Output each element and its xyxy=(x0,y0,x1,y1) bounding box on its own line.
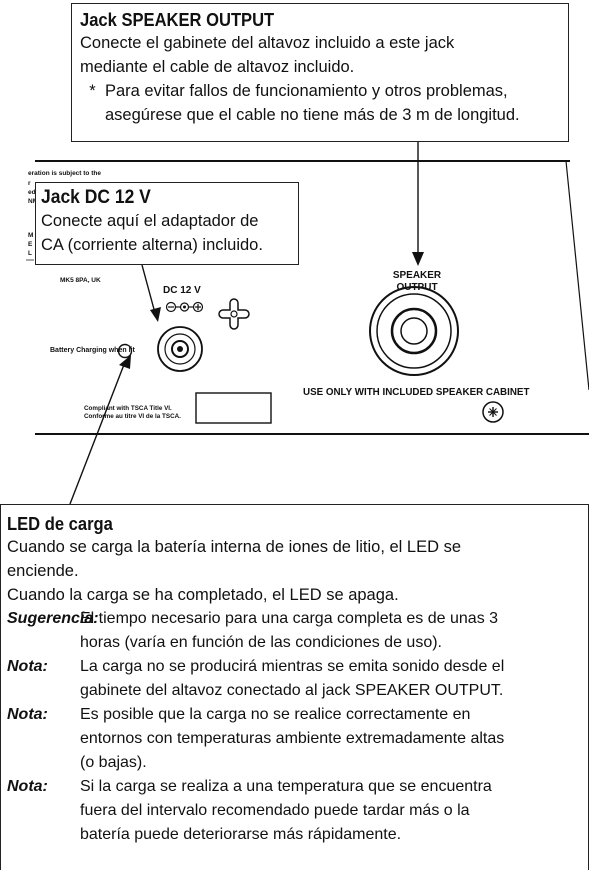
speaker-output-callout: Jack SPEAKER OUTPUT Conecte el gabinete … xyxy=(71,3,569,142)
note-line: La carga no se producirá mientras se emi… xyxy=(80,658,505,675)
callout-text: Conecte el gabinete del altavoz incluido… xyxy=(80,34,455,52)
note-text: Para evitar fallos de funcionamiento y o… xyxy=(105,82,508,100)
note-label: Nota: xyxy=(7,658,48,675)
note-line: Si la carga se realiza a una temperatura… xyxy=(80,778,492,795)
battery-led-icon xyxy=(117,343,133,359)
speaker-arrow-head xyxy=(412,252,424,266)
panel-small-text: r xyxy=(28,180,31,187)
note-line: horas (varía en función de las condicion… xyxy=(80,634,442,651)
panel-small-text: M xyxy=(28,232,34,239)
callout-title: Jack SPEAKER OUTPUT xyxy=(80,10,275,30)
callout-text: enciende. xyxy=(7,562,79,580)
speaker-jack-icon xyxy=(369,286,459,376)
note-label: Nota: xyxy=(7,706,48,723)
note-body: La carga no se producirá mientras se emi… xyxy=(80,655,588,703)
panel-address-text: MK5 8PA, UK xyxy=(60,277,101,284)
note-line: El tiempo necesario para una carga compl… xyxy=(80,610,499,627)
note-body: El tiempo necesario para una carga compl… xyxy=(80,607,588,655)
note-line: gabinete del altavoz conectado al jack S… xyxy=(80,682,504,699)
note-row: Nota: Si la carga se realiza a una temper… xyxy=(7,775,588,847)
note-line: (o bajas). xyxy=(80,754,147,771)
tsca-label: Compliant with TSCA Title VI. Conforme a… xyxy=(84,405,181,420)
speaker-output-label: SPEAKER OUTPUT xyxy=(392,270,442,293)
tsca-label-area xyxy=(195,392,272,424)
note-label: Sugerencia: xyxy=(7,610,99,627)
callout-title: Jack DC 12 V xyxy=(41,187,151,208)
dc-12v-label: DC 12 V xyxy=(163,285,201,296)
screw-icon xyxy=(482,401,504,423)
note-line: batería puede deteriorarse más rápidamen… xyxy=(80,826,402,843)
note-line: entornos con temperaturas ambiente extre… xyxy=(80,730,505,747)
panel-small-text: E xyxy=(28,241,33,248)
dc-arrow-line xyxy=(141,264,156,314)
note-row: Nota: La carga no se producirá mientras s… xyxy=(7,655,588,703)
led-arrow-line xyxy=(69,361,126,505)
callout-text: mediante el cable de altavoz incluido. xyxy=(80,58,355,76)
panel-small-text: NM xyxy=(28,198,39,205)
note-body: Si la carga se realiza a una temperatura… xyxy=(80,775,588,847)
led-callout: LED de carga Cuando se carga la batería … xyxy=(0,504,589,870)
led-arrow-head xyxy=(119,355,131,369)
dc-jack-icon xyxy=(157,326,203,372)
note-body: Es posible que la carga no se realice co… xyxy=(80,703,588,775)
note-row: Sugerencia:El tiempo necesario para una … xyxy=(7,607,588,655)
callout-text: CA (corriente alterna) incluido. xyxy=(41,236,263,254)
asterisk: * xyxy=(89,82,96,100)
polarity-icon xyxy=(165,301,204,313)
callout-text: Cuando la carga se ha completado, el LED… xyxy=(7,586,399,604)
callout-text: Conecte aquí el adaptador de xyxy=(41,212,259,230)
dc-arrow-head xyxy=(150,307,161,322)
notes-list: Sugerencia:El tiempo necesario para una … xyxy=(7,607,588,847)
panel-small-text: L xyxy=(28,250,32,257)
battery-charging-label: Battery Charging when lit xyxy=(50,347,135,354)
note-label: Nota: xyxy=(7,778,48,795)
note-line: Es posible que la carga no se realice co… xyxy=(80,706,471,723)
callout-text: Cuando se carga la batería interna de io… xyxy=(7,538,462,556)
panel-small-text: ed xyxy=(28,189,36,196)
dc-jack-callout: Jack DC 12 V Conecte aquí el adaptador d… xyxy=(35,182,299,265)
callout-title: LED de carga xyxy=(7,514,113,534)
panel-small-text: eration is subject to the xyxy=(28,170,101,177)
use-only-label: USE ONLY WITH INCLUDED SPEAKER CABINET xyxy=(303,387,530,398)
note-line: fuera del intervalo recomendado puede ta… xyxy=(80,802,470,819)
panel-side-edge xyxy=(565,160,589,391)
note-text: asegúrese que el cable no tiene más de 3… xyxy=(105,106,520,124)
ground-screw-icon xyxy=(218,298,250,330)
callout-note: * Para evitar fallos de funcionamiento y… xyxy=(80,79,568,103)
note-row: Nota: Es posible que la carga no se reali… xyxy=(7,703,588,775)
